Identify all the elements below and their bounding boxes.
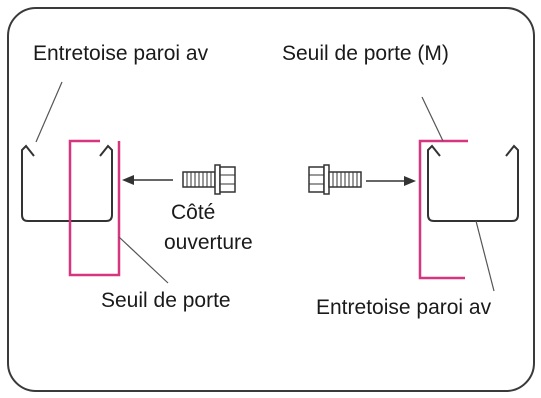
leader-line-top-left: [35, 81, 63, 143]
diagram-frame: [7, 7, 535, 392]
left-wall-spacer: [21, 144, 113, 222]
leader-line-bottom-right: [475, 220, 495, 292]
label-opening-side-line1: Côté: [171, 201, 215, 224]
label-door-threshold-m: Seuil de porte (M): [282, 42, 449, 65]
left-assembly: [21, 81, 169, 284]
right-wall-spacer: [427, 144, 519, 222]
label-door-threshold-bottom: Seuil de porte: [101, 289, 231, 312]
left-arrow-icon: [122, 175, 173, 185]
label-wall-spacer-bottom: Entretoise paroi av: [316, 296, 492, 319]
leader-line-top-right: [421, 96, 444, 142]
right-bolt-icon: [308, 164, 362, 195]
right-door-threshold: [418, 139, 468, 280]
left-bolt-icon: [182, 164, 236, 195]
right-arrow-icon: [366, 176, 416, 186]
right-assembly: [418, 96, 519, 292]
leader-line-bottom-left: [118, 236, 169, 284]
label-wall-spacer-top: Entretoise paroi av: [33, 42, 209, 65]
left-door-threshold: [68, 139, 121, 277]
label-opening-side-line2: ouverture: [164, 231, 253, 254]
